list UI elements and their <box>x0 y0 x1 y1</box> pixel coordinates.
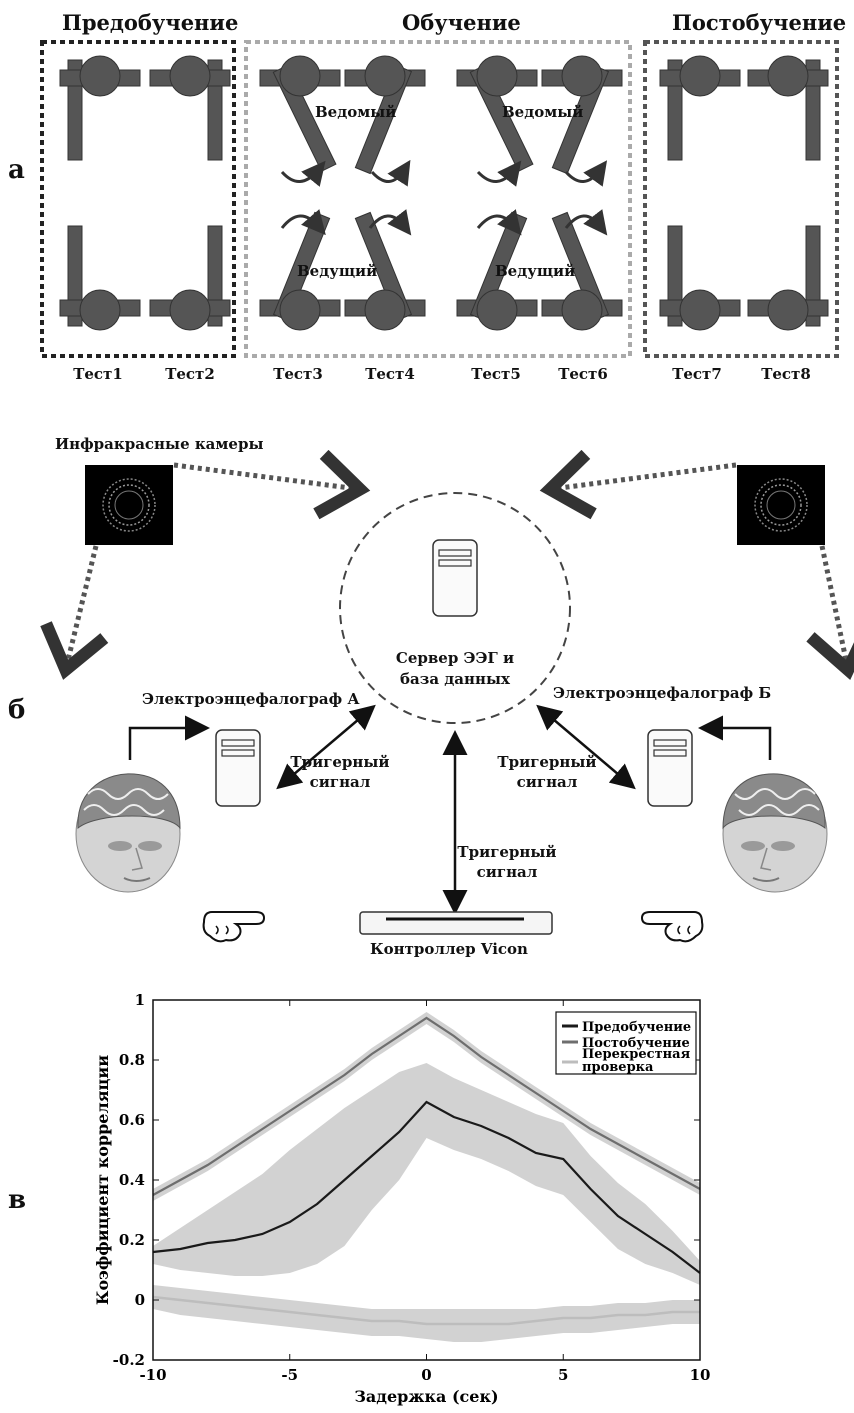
y-tick-label-5: 0.8 <box>119 1051 145 1069</box>
x-tick-label-3: 5 <box>558 1366 568 1384</box>
test-label-3: Тест3 <box>273 365 323 383</box>
eeg-a-label: Электроэнцефалограф А <box>142 690 360 708</box>
trigger-label-left-line-1: Тригерный <box>290 753 390 771</box>
test-label-2: Тест2 <box>165 365 215 383</box>
series-band-0 <box>153 1063 700 1285</box>
y-tick-label-6: 1 <box>135 991 145 1009</box>
panel-label-b: б <box>8 695 26 725</box>
legend-label-2-line-2: проверка <box>582 1060 654 1075</box>
server-label-line-2: база данных <box>400 670 510 688</box>
test-label-7: Тест7 <box>672 365 722 383</box>
x-axis-label: Задержка (сек) <box>354 1387 498 1406</box>
y-tick-label-1: 0 <box>135 1291 145 1309</box>
test-label-4: Тест4 <box>365 365 415 383</box>
test-label-1: Тест1 <box>73 365 123 383</box>
trigger-label-left-line-2: сигнал <box>309 773 371 791</box>
vicon-label: Контроллер Vicon <box>370 940 528 958</box>
pretraining-frame <box>40 40 236 358</box>
legend-label-0: Предобучение <box>582 1020 691 1035</box>
trigger-label-center-line-2: сигнал <box>476 863 538 881</box>
x-tick-label-0: -10 <box>139 1366 166 1384</box>
series-line-2 <box>152 1295 700 1326</box>
trigger-label-right: Тригерный сигнал <box>497 752 597 792</box>
panel-label-a: а <box>8 155 25 185</box>
x-tick-label-4: 10 <box>690 1366 711 1384</box>
eeg-b-label: Электроэнцефалограф Б <box>553 684 772 702</box>
y-axis-label: Коэффициент корреляции <box>93 1055 112 1305</box>
series-band-2 <box>153 1285 700 1342</box>
x-tick-label-2: 0 <box>421 1366 431 1384</box>
y-tick-label-4: 0.6 <box>119 1111 145 1129</box>
series-line-0 <box>152 1100 701 1274</box>
legend-box <box>555 1011 697 1075</box>
series-line-1 <box>152 1016 701 1196</box>
group-title-posttraining: Постобучение <box>672 10 847 35</box>
server-label: Сервер ЭЭГ и база данных <box>385 648 525 690</box>
y-tick-label-3: 0.4 <box>119 1171 145 1189</box>
trigger-label-left: Тригерный сигнал <box>290 752 390 792</box>
leader-label-2: Ведущий <box>495 262 576 280</box>
legend-label-2: Перекрестная <box>582 1047 691 1062</box>
server-circle <box>339 492 571 724</box>
follower-label-2: Ведомый <box>502 103 584 121</box>
server-label-line-1: Сервер ЭЭГ и <box>395 649 515 667</box>
follower-label-1: Ведомый <box>315 103 397 121</box>
posttraining-frame <box>643 40 839 358</box>
leader-label-1: Ведущий <box>297 262 378 280</box>
ir-cameras-label: Инфракрасные камеры <box>55 435 264 453</box>
trigger-label-right-line-1: Тригерный <box>497 753 597 771</box>
legend-label-1: Постобучение <box>582 1036 690 1051</box>
trigger-label-right-line-2: сигнал <box>516 773 578 791</box>
test-label-8: Тест8 <box>761 365 811 383</box>
panel-label-c: в <box>8 1185 27 1215</box>
training-frame <box>244 40 632 358</box>
trigger-label-center-line-1: Тригерный <box>457 843 557 861</box>
group-title-pretraining: Предобучение <box>62 10 239 35</box>
group-title-training: Обучение <box>402 10 521 35</box>
test-label-6: Тест6 <box>558 365 608 383</box>
y-tick-label-0: -0.2 <box>113 1351 145 1369</box>
session-schematic <box>40 40 839 358</box>
trigger-label-center: Тригерный сигнал <box>452 842 562 882</box>
y-tick-label-2: 0.2 <box>119 1231 145 1249</box>
test-label-5: Тест5 <box>471 365 521 383</box>
x-tick-label-1: -5 <box>281 1366 298 1384</box>
motion-arrows <box>280 159 608 236</box>
